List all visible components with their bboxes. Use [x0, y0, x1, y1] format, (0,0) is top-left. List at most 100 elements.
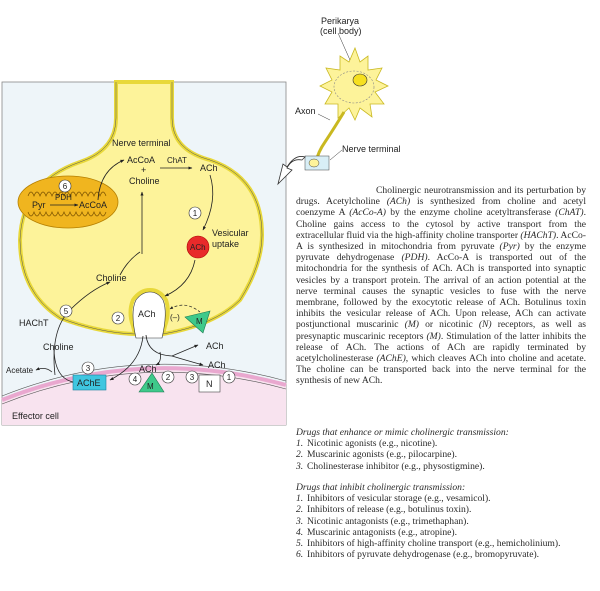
item-text: Inhibitors of vesicular storage (e.g., v…	[307, 493, 491, 505]
perikarya-label-2: (cell body)	[320, 26, 362, 36]
vesicular-uptake-2: uptake	[212, 239, 239, 249]
item-number: 3.	[296, 515, 304, 527]
item-number: 2.	[296, 504, 304, 516]
item-text: Cholinesterase inhibitor (e.g., physosti…	[307, 460, 485, 472]
item-number: 4.	[296, 526, 304, 538]
synth-accoa: AcCoA	[127, 155, 155, 165]
neuron-inset	[304, 32, 389, 171]
list-item: 2.Inhibitors of release (e.g., botulinus…	[296, 504, 586, 515]
step-1-vesicle: 1	[193, 209, 198, 218]
step-6: 6	[63, 182, 68, 191]
chat-label: ChAT	[167, 156, 187, 165]
list-item: 6.Inhibitors of pyruvate dehydrogenase (…	[296, 549, 586, 560]
term-hacht: (HAChT)	[520, 229, 557, 241]
step-4-m: 4	[133, 375, 138, 384]
item-number: 1.	[296, 493, 304, 505]
released-ach-3: ACh	[139, 364, 157, 374]
inhibit-drugs-section: Drugs that inhibit cholinergic transmiss…	[296, 482, 586, 560]
item-number: 5.	[296, 538, 304, 550]
term-pdh: (PDH)	[401, 252, 428, 264]
enhance-drugs-section: Drugs that enhance or mimic cholinergic …	[296, 427, 586, 472]
text-span: Cholinergic neurotransmission and its pe…	[296, 185, 586, 208]
inhibit-title: Drugs that inhibit cholinergic transmiss…	[296, 482, 466, 493]
step-5: 5	[64, 307, 69, 316]
text-span: . AcCo-A is synthesized in mitochondria …	[296, 229, 586, 253]
enhance-list: 1.Nicotinic agonists (e.g., nicotine). 2…	[296, 438, 586, 472]
nerve-terminal-label: Nerve terminal	[112, 138, 171, 148]
description-paragraph: Cholinergic neurotransmission and its pe…	[296, 185, 586, 387]
item-text: Inhibitors of high-affinity choline tran…	[307, 538, 561, 550]
item-number: 1.	[296, 438, 304, 450]
synth-plus: +	[141, 165, 146, 175]
postsynaptic-m-receptor	[138, 372, 165, 393]
hacht-label: HAChT	[19, 318, 49, 328]
term-chat: (ChAT)	[555, 207, 584, 219]
list-item: 3.Cholinesterase inhibitor (e.g., physos…	[296, 461, 586, 472]
inset-nerve-terminal-label: Nerve terminal	[342, 144, 401, 154]
term-n: (N)	[478, 319, 492, 331]
step-2-release: 2	[116, 314, 121, 323]
n-receptor	[198, 374, 221, 393]
text-span: by the enzyme choline acetyltransferase	[385, 207, 556, 219]
zoom-pointer-arrow	[277, 156, 306, 186]
synth-choline: Choline	[129, 176, 160, 186]
term-m: (M)	[404, 319, 420, 331]
step-3-ache: 3	[86, 364, 91, 373]
item-text: Muscarinic agonists (e.g., pilocarpine).	[307, 449, 457, 461]
text-span: or nicotinic	[419, 319, 479, 331]
item-number: 3.	[296, 460, 304, 472]
released-ach-2: ACh	[208, 360, 226, 370]
presynaptic-m-label: M	[196, 317, 203, 326]
term-accoa: (AcCo-A)	[349, 207, 386, 219]
term-m-pre: (M)	[426, 330, 441, 342]
item-text: Muscarinic antagonists (e.g., atropine).	[307, 526, 457, 538]
term-ach: (ACh)	[386, 196, 411, 208]
step-1-n: 1	[227, 373, 232, 382]
item-text: Nicotinic agonists (e.g., nicotine).	[307, 438, 438, 450]
choline-outside: Choline	[43, 342, 74, 352]
perikarya-label-1: Perikarya	[321, 16, 359, 26]
vesicle-ach: ACh	[190, 243, 206, 252]
text-span: receptors, as well as presynaptic muscar…	[296, 319, 587, 342]
fusing-vesicle-ach: ACh	[138, 309, 156, 319]
effector-membrane	[1, 366, 287, 402]
vesicular-uptake-1: Vesicular	[212, 228, 249, 238]
list-item: 2.Muscarinic agonists (e.g., pilocarpine…	[296, 449, 586, 460]
text-span: , which cleaves ACh into choline and ace…	[296, 353, 587, 387]
choline-inside: Choline	[96, 273, 127, 283]
presynaptic-m-receptor	[184, 310, 211, 334]
pyr-label: Pyr	[32, 200, 46, 210]
pdh-label: PDH	[55, 193, 72, 202]
inhibit-list: 1.Inhibitors of vesicular storage (e.g.,…	[296, 493, 586, 560]
released-ach-1: ACh	[206, 341, 224, 351]
inhibition-label: (–)	[170, 313, 180, 322]
post-m-label: M	[147, 382, 154, 391]
list-item: 3.Nicotinic antagonists (e.g., trimethap…	[296, 516, 586, 527]
term-ache: (AChE)	[376, 353, 406, 365]
list-item: 5.Inhibitors of high-affinity choline tr…	[296, 538, 586, 549]
effector-cell-label: Effector cell	[12, 411, 59, 421]
text-span: . Choline gains access to the cytosol by…	[296, 207, 586, 241]
list-item: 4.Muscarinic antagonists (e.g., atropine…	[296, 527, 586, 538]
item-text: Inhibitors of pyruvate dehydrogenase (e.…	[307, 549, 540, 561]
list-item: 1.Inhibitors of vesicular storage (e.g.,…	[296, 493, 586, 504]
axon-label: Axon	[295, 106, 316, 116]
text-span: by the enzyme pyruvate dehydrogenase	[296, 241, 586, 264]
list-item: 1.Nicotinic agonists (e.g., nicotine).	[296, 438, 586, 449]
item-number: 6.	[296, 549, 304, 561]
term-pyr: (Pyr)	[499, 241, 520, 253]
step-2-m: 2	[166, 373, 171, 382]
ache-enzyme	[72, 374, 107, 391]
text-span: is synthesized from choline and acetyl c…	[296, 196, 586, 219]
text-span: . AcCo-A is transported out of the mitoc…	[296, 252, 587, 331]
item-number: 2.	[296, 449, 304, 461]
fusing-vesicle	[132, 291, 166, 339]
ache-label: AChE	[77, 378, 101, 388]
mitochondrion	[17, 175, 119, 229]
acetate-label: Acetate	[6, 366, 34, 375]
item-text: Nicotinic antagonists (e.g., trimethapha…	[307, 515, 469, 527]
step-3-n: 3	[190, 373, 195, 382]
synaptic-vesicle	[186, 235, 210, 259]
item-text: Inhibitors of release (e.g., botulinus t…	[307, 504, 472, 516]
